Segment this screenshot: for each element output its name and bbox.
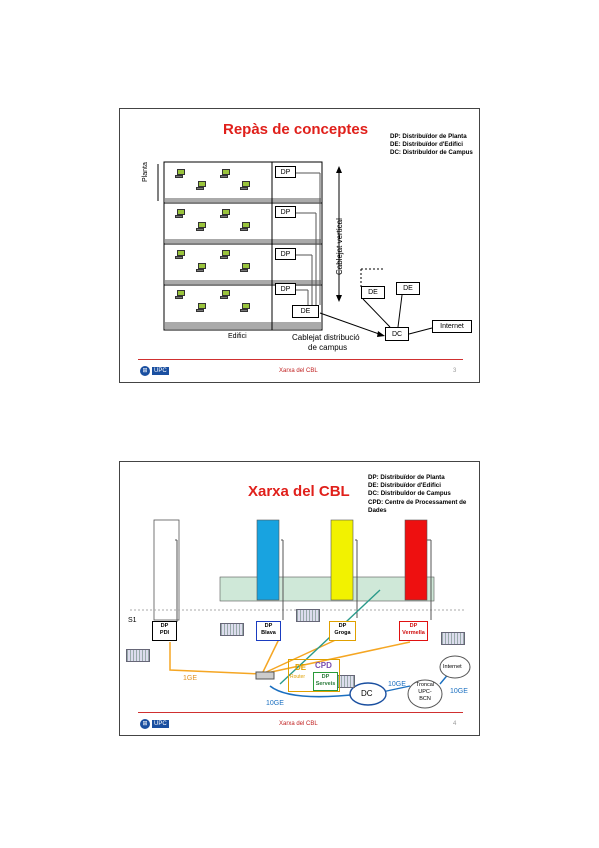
dc-label: DC <box>361 689 373 698</box>
de-label: DE <box>295 663 307 672</box>
troncal-line: UPC- <box>418 689 432 695</box>
edifici-label: Edifici <box>228 333 247 340</box>
upc-logo-icon: ⊞ <box>140 718 150 729</box>
dp-box: DP <box>275 206 296 218</box>
dp-label-text: DP <box>160 623 169 629</box>
computer-icon <box>175 169 185 178</box>
building-diagram-lines <box>138 161 463 360</box>
vertical-cabling-label: Cablejat vertical <box>335 218 344 275</box>
link-10ge-label: 10GE <box>266 700 284 707</box>
legend-line: DE: Distribuïdor d'Edifici <box>390 141 463 149</box>
legend: DP: Distribuïdor de Planta DE: Distribuï… <box>368 474 466 515</box>
slide-title: Repàs de conceptes <box>223 121 369 138</box>
computer-icon <box>240 222 250 231</box>
troncal-line: BCN <box>419 696 431 702</box>
de-box: DE <box>292 305 319 318</box>
dc-box: DC <box>385 327 409 341</box>
troncal-line: Troncal <box>415 682 435 688</box>
page-number: 3 <box>453 368 457 374</box>
network-diagram-lines <box>130 519 471 713</box>
legend-line: DP: Distribuïdor de Planta <box>368 474 445 481</box>
dp-location-text: PDI <box>159 629 170 636</box>
legend: DP: Distribuïdor de Planta DE: Distribuï… <box>390 133 473 158</box>
page-number: 4 <box>453 721 457 727</box>
internet-label: Internet <box>443 664 462 670</box>
s1-label: S1 <box>128 617 137 624</box>
legend-line: DC: Distribuïdor de Campus <box>390 149 473 157</box>
computer-icon <box>196 263 206 272</box>
de-box: DE <box>361 286 385 299</box>
link-10ge-label: 10GE <box>450 688 468 695</box>
upc-logo: ⊞UPC <box>140 365 180 376</box>
server-rack-icon <box>441 632 465 645</box>
campus-cabling-label: de campus <box>308 343 348 352</box>
server-rack-icon <box>126 649 150 662</box>
cpd-label: CPD <box>315 661 332 670</box>
footer-title: Xarxa del CBL <box>279 721 318 727</box>
de-box: DE <box>396 282 420 295</box>
planta-label: Planta <box>142 162 149 182</box>
computer-icon <box>196 222 206 231</box>
slide-xarxa-cbl: Xarxa del CBL DP: Distribuïdor de Planta… <box>119 461 480 736</box>
computer-icon <box>220 250 230 259</box>
legend-line: DE: Distribuïdor d'Edifici <box>368 482 441 490</box>
legend-line: Dades <box>368 506 387 514</box>
dp-location-text: Blava <box>261 629 276 636</box>
dp-location-text: Groga <box>334 629 351 636</box>
computer-icon <box>175 209 185 218</box>
campus-cabling-label: Cablejat distribució <box>292 333 360 342</box>
dp-box: DP <box>275 283 296 295</box>
dp-label-text: DP <box>321 674 330 680</box>
de-cpd-area <box>288 659 340 692</box>
computer-icon <box>220 209 230 218</box>
server-rack-icon <box>220 623 244 636</box>
footer-title: Xarxa del CBL <box>279 368 318 374</box>
troncal-label: Troncal UPC- BCN <box>412 682 438 703</box>
link-1ge-label: 1GE <box>183 675 198 682</box>
dp-location-text: Vermella <box>402 629 425 636</box>
dp-box: DP <box>275 166 296 178</box>
computer-icon <box>175 290 185 299</box>
router-label: Router <box>290 674 306 680</box>
legend-line: CPD: Centre de Processament de <box>368 498 467 506</box>
computer-icon <box>240 303 250 312</box>
computer-icon <box>220 169 230 178</box>
computer-icon <box>240 263 250 272</box>
upc-logo: ⊞UPC <box>140 718 180 729</box>
dp-label-text: DP <box>409 623 418 629</box>
internet-box: Internet <box>432 320 472 333</box>
legend-line: DP: Distribuïdor de Planta <box>390 133 467 140</box>
link-10ge-label: 10GE <box>388 681 406 688</box>
dp-box: DP <box>275 248 296 260</box>
computer-icon <box>220 290 230 299</box>
computer-icon <box>196 303 206 312</box>
dp-location-text: Serveis <box>315 680 336 687</box>
legend-line: DC: Distribuïdor de Campus <box>368 490 451 498</box>
server-rack-icon <box>296 609 320 622</box>
computer-icon <box>240 181 250 190</box>
dp-label-text: DP <box>264 623 273 629</box>
slide-reppas-conceptes: Repàs de conceptes DP: Distribuïdor de P… <box>119 108 480 383</box>
computer-icon <box>196 181 206 190</box>
slide-title: Xarxa del CBL <box>248 483 350 500</box>
upc-logo-icon: ⊞ <box>140 365 150 376</box>
computer-icon <box>175 250 185 259</box>
dp-label-text: DP <box>338 623 347 629</box>
